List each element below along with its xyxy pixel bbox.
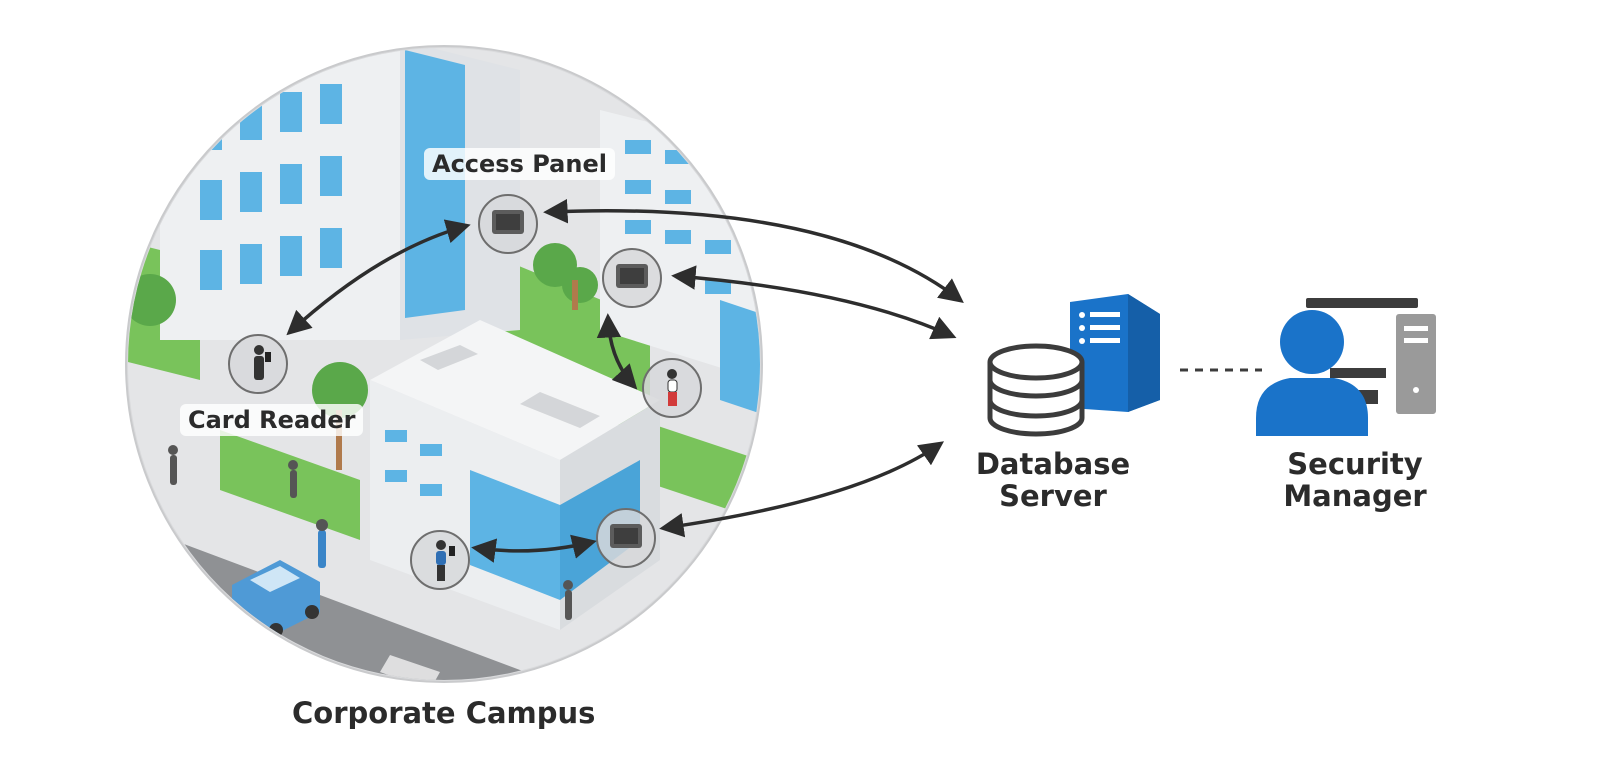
card-reader-icon xyxy=(436,540,455,581)
access-panel-marker-top[interactable] xyxy=(478,194,538,254)
database-label-line1: Database xyxy=(975,447,1131,481)
access-panel-marker-front[interactable] xyxy=(596,508,656,568)
arrow-reader-to-panel3 xyxy=(471,534,597,563)
server-icon xyxy=(1070,294,1160,412)
security-manager-label: Security Manager xyxy=(1270,448,1440,512)
access-panel-label: Access Panel xyxy=(424,148,615,180)
user-icon xyxy=(1256,310,1368,436)
card-reader-icon xyxy=(254,345,271,380)
card-reader-label: Card Reader xyxy=(180,404,364,436)
database-icon xyxy=(987,343,1085,437)
computer-icon xyxy=(1306,298,1436,414)
card-reader-icon xyxy=(667,369,678,406)
arrow-panel2-to-server xyxy=(671,265,957,340)
access-panel-marker-right[interactable] xyxy=(602,248,662,308)
manager-label-line1: Security xyxy=(1287,447,1423,481)
card-reader-marker-front[interactable] xyxy=(410,530,470,590)
manager-label-line2: Manager xyxy=(1283,479,1427,513)
database-label-line2: Server xyxy=(999,479,1107,513)
card-reader-marker-right[interactable] xyxy=(642,358,702,418)
database-server-label: Database Server xyxy=(968,448,1138,512)
arrow-panel3-to-server xyxy=(659,441,945,538)
arrow-card-to-panel xyxy=(286,219,471,336)
corporate-campus-label: Corporate Campus xyxy=(292,696,596,730)
connection-arrows xyxy=(286,198,964,563)
arrow-panel2-to-reader xyxy=(596,313,638,390)
access-panel-icon xyxy=(610,524,642,548)
card-reader-marker-left[interactable] xyxy=(228,334,288,394)
access-panel-icon xyxy=(492,210,524,234)
access-panel-icon xyxy=(616,264,648,288)
